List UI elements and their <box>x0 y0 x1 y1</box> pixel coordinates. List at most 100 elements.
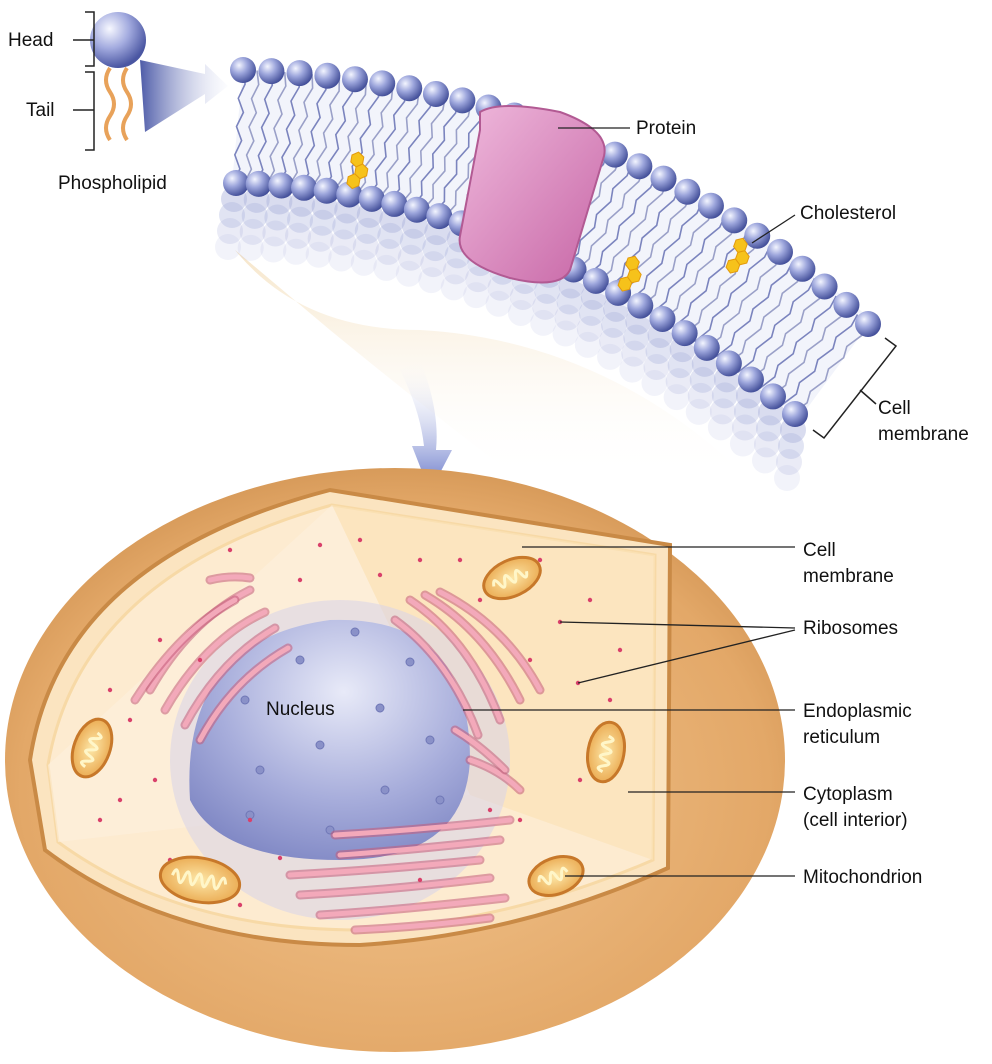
depth-head <box>576 315 603 342</box>
cholesterol-molecule <box>725 237 750 274</box>
depth-head <box>645 337 672 364</box>
depth-head <box>776 449 802 475</box>
depth-head <box>465 266 492 293</box>
phospholipid-head-icon <box>90 12 146 68</box>
er-cisterna <box>332 817 513 838</box>
depth-head <box>485 290 512 317</box>
ribosome <box>157 637 163 643</box>
er-cisterna <box>207 574 253 583</box>
phospholipid-head-icon <box>245 170 272 197</box>
ribosome <box>527 657 533 663</box>
membrane-bracket <box>812 337 898 440</box>
lipid-tail <box>737 278 816 373</box>
depth-head <box>643 353 670 380</box>
depth-head <box>487 274 514 301</box>
depth-head <box>599 327 626 354</box>
phospholipid-head-icon <box>582 267 609 294</box>
er-label-line2: reticulum <box>803 727 880 748</box>
lipid-tail <box>639 207 715 309</box>
depth-head <box>509 283 536 310</box>
depth-head <box>307 225 334 252</box>
nuclear-pore <box>435 795 445 805</box>
er-cisterna <box>392 617 481 738</box>
depth-head <box>689 366 716 393</box>
lipid-tail <box>607 186 681 290</box>
phospholipid-head-icon <box>286 60 313 87</box>
ribosome <box>417 877 423 883</box>
lipid-tail <box>574 168 645 273</box>
phospholipid-tail-right <box>121 66 133 142</box>
nucleus <box>189 619 470 860</box>
nuclear-pore <box>375 703 385 713</box>
cytoplasm-label-line2: (cell interior) <box>803 810 908 831</box>
phospholipid-head-icon <box>833 291 860 318</box>
lipid-tail <box>332 80 367 193</box>
lipid-tail <box>759 295 837 390</box>
depth-head <box>574 331 601 358</box>
ribosomes-leader-line-2 <box>577 629 796 684</box>
er-cisterna <box>317 895 508 918</box>
ribosome <box>607 697 613 703</box>
lipid-tail <box>232 69 246 184</box>
phospholipid-head-icon <box>268 172 295 199</box>
depth-head <box>733 398 760 425</box>
depth-head <box>305 241 332 268</box>
nuclear-pore <box>380 785 390 795</box>
lipid-tail <box>769 304 848 398</box>
depth-head <box>729 430 756 457</box>
lipid-tail <box>683 236 761 336</box>
depth-head <box>399 228 426 255</box>
cholesterol-molecule <box>617 255 642 292</box>
phospholipid-head-icon <box>381 190 408 217</box>
depth-head <box>397 244 424 271</box>
lipid-tail <box>596 180 669 284</box>
phospholipid-head-icon <box>715 350 742 377</box>
magnify-arrow-icon <box>140 60 228 132</box>
nuclear-pore <box>295 655 305 665</box>
depth-head <box>373 254 400 281</box>
depth-head <box>641 369 668 396</box>
nucleus-label: Nucleus <box>266 699 335 720</box>
er-cisterna <box>422 592 523 703</box>
lipid-tail <box>661 221 738 322</box>
depth-head <box>352 233 379 260</box>
depth-head <box>667 352 694 379</box>
lipid-tail <box>387 92 434 204</box>
phospholipid-tail-left <box>104 66 116 142</box>
depth-head <box>264 204 291 231</box>
er-cisterna <box>337 837 503 858</box>
cell-membrane-label-line2: membrane <box>803 566 894 587</box>
lipid-tail <box>287 74 314 187</box>
lipid-tail <box>310 77 341 190</box>
depth-head <box>532 293 559 320</box>
lipid-tail <box>650 214 727 315</box>
depth-head <box>420 251 447 278</box>
mitochondrion <box>158 855 242 905</box>
er-cisterna <box>452 727 508 773</box>
depth-head <box>260 236 287 263</box>
ribosome <box>587 597 593 603</box>
cholesterol-molecule <box>346 151 369 190</box>
depth-head <box>507 299 534 326</box>
depth-head <box>731 414 758 441</box>
depth-head <box>709 398 736 425</box>
depth-head <box>753 431 780 458</box>
depth-head <box>707 414 734 441</box>
depth-head <box>621 340 648 367</box>
tail-bracket <box>73 71 95 151</box>
phospholipid-head-icon <box>721 207 748 234</box>
depth-head <box>554 304 581 331</box>
depth-head <box>287 206 314 233</box>
ribosome <box>127 717 133 723</box>
lipid-tail <box>694 244 772 343</box>
nuclear-pore <box>405 657 415 667</box>
lipid-tail <box>628 200 704 302</box>
mitochondrion <box>482 555 542 601</box>
phospholipid-head-icon <box>341 66 368 93</box>
depth-head <box>215 234 241 260</box>
depth-head <box>687 382 714 409</box>
phospholipid-head-icon <box>650 165 677 192</box>
phospholipid-head-icon <box>403 196 430 223</box>
depth-head <box>354 217 381 244</box>
